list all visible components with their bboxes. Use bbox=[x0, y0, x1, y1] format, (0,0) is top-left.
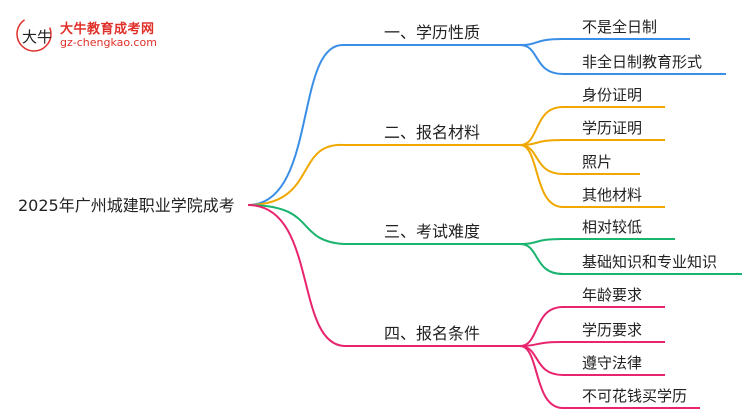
branch-4-leaf-2-connector bbox=[519, 341, 665, 347]
branch-2-leaf-3-label: 照片 bbox=[582, 153, 612, 171]
branch-3-leaf-1-connector bbox=[519, 238, 675, 245]
branch-2-label: 二、报名材料 bbox=[384, 123, 480, 142]
branch-2-leaf-3-connector bbox=[519, 144, 640, 175]
branch-2-leaf-2-connector bbox=[519, 139, 665, 146]
branch-1-leaf-1-label: 不是全日制 bbox=[582, 18, 657, 36]
branch-4-label: 四、报名条件 bbox=[384, 324, 480, 343]
branch-1-connector bbox=[247, 43, 345, 206]
labels-layer: 2025年广州城建职业学院成考 一、学历性质 不是全日制非全日制教育形式二、报名材料… bbox=[18, 18, 717, 405]
edges-layer bbox=[247, 38, 742, 409]
branch-2-leaf-4-connector bbox=[519, 144, 665, 208]
branch-3-leaf-2-label: 基础知识和专业知识 bbox=[582, 253, 717, 271]
branch-1-label: 一、学历性质 bbox=[384, 23, 480, 42]
branch-3-leaf-1-label: 相对较低 bbox=[582, 218, 642, 236]
branch-2-connector bbox=[247, 143, 345, 206]
branch-4-leaf-2-label: 学历要求 bbox=[582, 321, 642, 339]
branch-4-leaf-3-label: 遵守法律 bbox=[582, 354, 642, 372]
branch-3-connector bbox=[247, 204, 345, 245]
branch-1-leaf-2-label: 非全日制教育形式 bbox=[582, 53, 702, 71]
branch-2-leaf-2-label: 学历证明 bbox=[582, 119, 642, 137]
branch-4-leaf-1-connector bbox=[519, 306, 665, 347]
branch-3-label: 三、考试难度 bbox=[384, 222, 480, 241]
logo-name: 大牛教育成考网 bbox=[60, 22, 155, 37]
site-logo: 大牛 大牛教育成考网 gz-chengkao.com bbox=[14, 14, 214, 56]
branch-1-leaf-1-connector bbox=[519, 38, 690, 46]
branch-2-leaf-1-connector bbox=[519, 106, 665, 146]
branch-4-connector bbox=[247, 204, 345, 347]
branch-2-leaf-1-label: 身份证明 bbox=[582, 86, 642, 104]
branch-2-leaf-4-label: 其他材料 bbox=[582, 186, 642, 204]
branch-3-leaf-2-connector bbox=[519, 243, 742, 275]
logo-url: gz-chengkao.com bbox=[60, 36, 157, 49]
logo-mark-icon: 大牛 bbox=[16, 16, 52, 52]
branch-4-leaf-4-label: 不可花钱买学历 bbox=[582, 387, 687, 405]
branch-1-leaf-2-connector bbox=[519, 44, 726, 75]
root-label: 2025年广州城建职业学院成考 bbox=[18, 196, 235, 215]
branch-4-leaf-1-label: 年龄要求 bbox=[582, 286, 642, 304]
logo-mark-text: 大牛 bbox=[22, 28, 52, 46]
branch-4-leaf-4-connector bbox=[519, 345, 700, 409]
